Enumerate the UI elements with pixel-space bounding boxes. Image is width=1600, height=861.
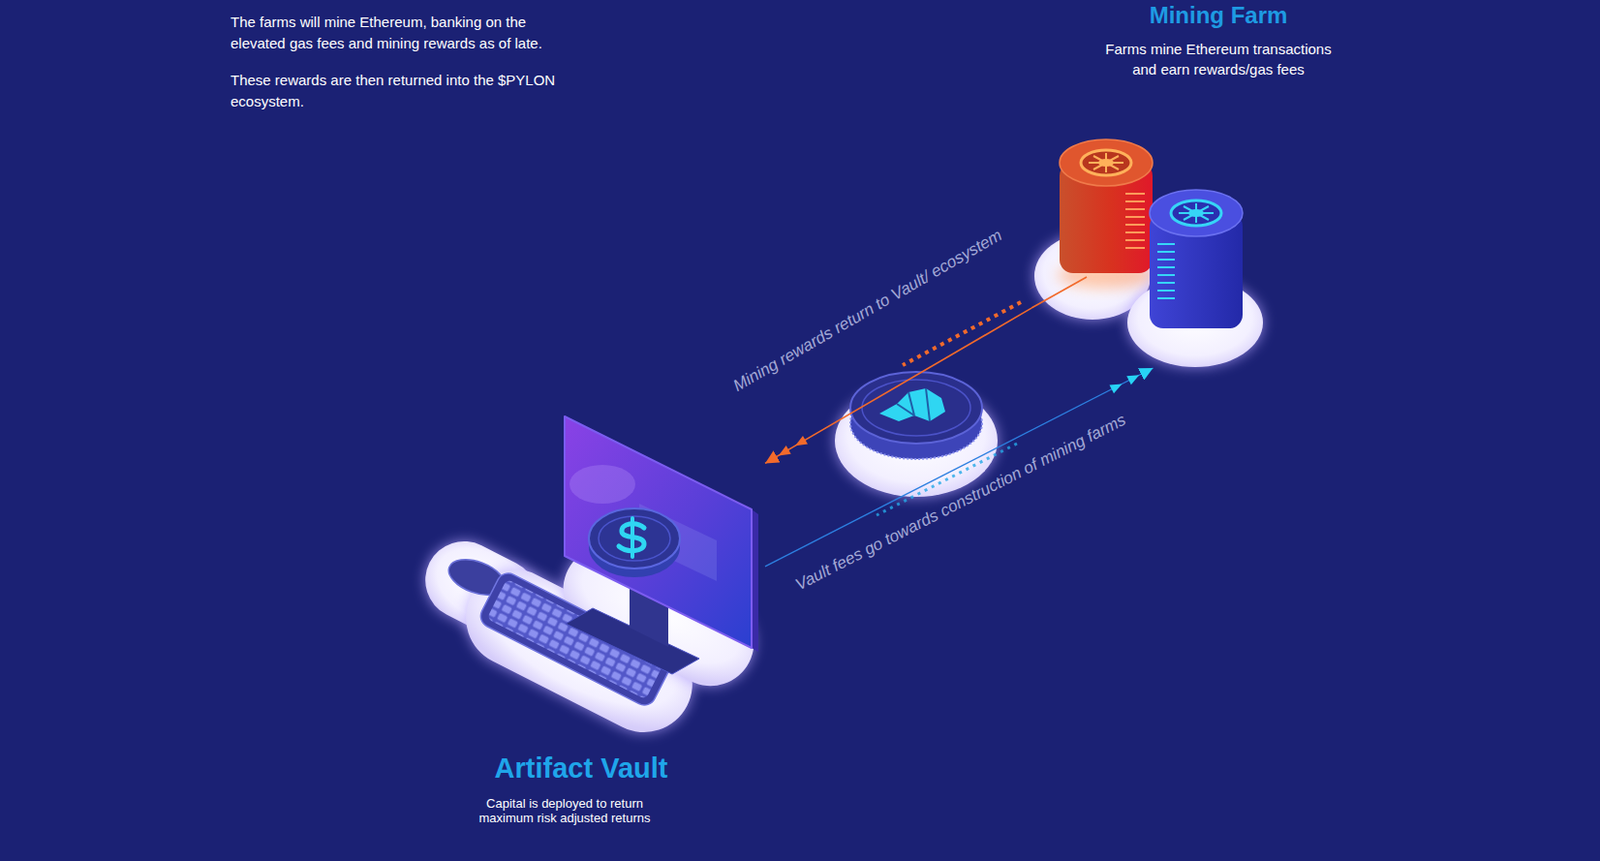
note-holder: The farms will mine Ethereum, banking on… <box>230 11 580 55</box>
artifact-vault-node: Artifact VaultCapital is deployed to ret… <box>406 406 766 835</box>
edge-label-holder: Vault fees go towards construction of mi… <box>792 410 1130 595</box>
mining-servers-part <box>1157 244 1175 299</box>
mining-farm-node: Mining FarmFarms mine Ethereum transacti… <box>1031 0 1406 369</box>
mining-servers-part <box>1080 150 1132 176</box>
description-note: The farms will mine Ethereum, banking on… <box>230 11 580 55</box>
connector-group <box>765 307 1032 463</box>
node-heading: Artifact Vault <box>401 751 761 785</box>
mining-servers-part <box>1149 189 1243 237</box>
computer-illustration-part <box>588 508 680 569</box>
computer-illustration-part <box>598 516 671 561</box>
computer-illustration-part <box>630 518 635 557</box>
mining-servers-part <box>1088 153 1124 173</box>
pylon-coin-part <box>850 371 983 444</box>
flow-arrow <box>765 368 1153 567</box>
computer-illustration-part <box>751 509 759 652</box>
node-description: Farms mine Ethereum transactions and ear… <box>1092 38 1345 80</box>
mining-servers-part <box>1125 193 1145 248</box>
computer-illustration-part <box>569 464 636 504</box>
description-note: These rewards are then returned into the… <box>230 69 580 113</box>
computer-illustration-part <box>564 416 752 648</box>
mining-servers-part <box>1031 276 1087 308</box>
mining-servers-part <box>1170 200 1222 226</box>
mining-servers-part <box>1178 203 1214 223</box>
computer-illustration <box>411 416 770 749</box>
arrow-chevron <box>793 435 808 451</box>
connector-group <box>765 368 1153 567</box>
arrow-chevron <box>1108 379 1124 394</box>
node-heading: Mining Farm <box>1031 1 1406 30</box>
node-description: Capital is deployed to return maximum ri… <box>462 796 667 826</box>
note-holder: These rewards are then returned into the… <box>230 69 580 113</box>
mining-servers-part <box>1059 139 1153 186</box>
pylon-coin <box>834 371 998 497</box>
edge-label-holder: Mining rewards return to Vault/ ecosyste… <box>730 225 1006 397</box>
dotted-accents-part <box>902 302 1021 366</box>
arrow-chevron <box>775 445 791 461</box>
pylon-coin-part <box>861 379 971 436</box>
flow-arrow <box>765 307 1032 463</box>
edge-label: Vault fees go towards construction of mi… <box>792 410 1130 595</box>
arrow-chevron <box>1126 370 1141 385</box>
pylon-coin-part <box>879 388 946 422</box>
pylon-coin-part <box>896 388 930 422</box>
edge-label: Mining rewards return to Vault/ ecosyste… <box>730 225 1006 397</box>
mining-servers <box>1031 139 1263 368</box>
